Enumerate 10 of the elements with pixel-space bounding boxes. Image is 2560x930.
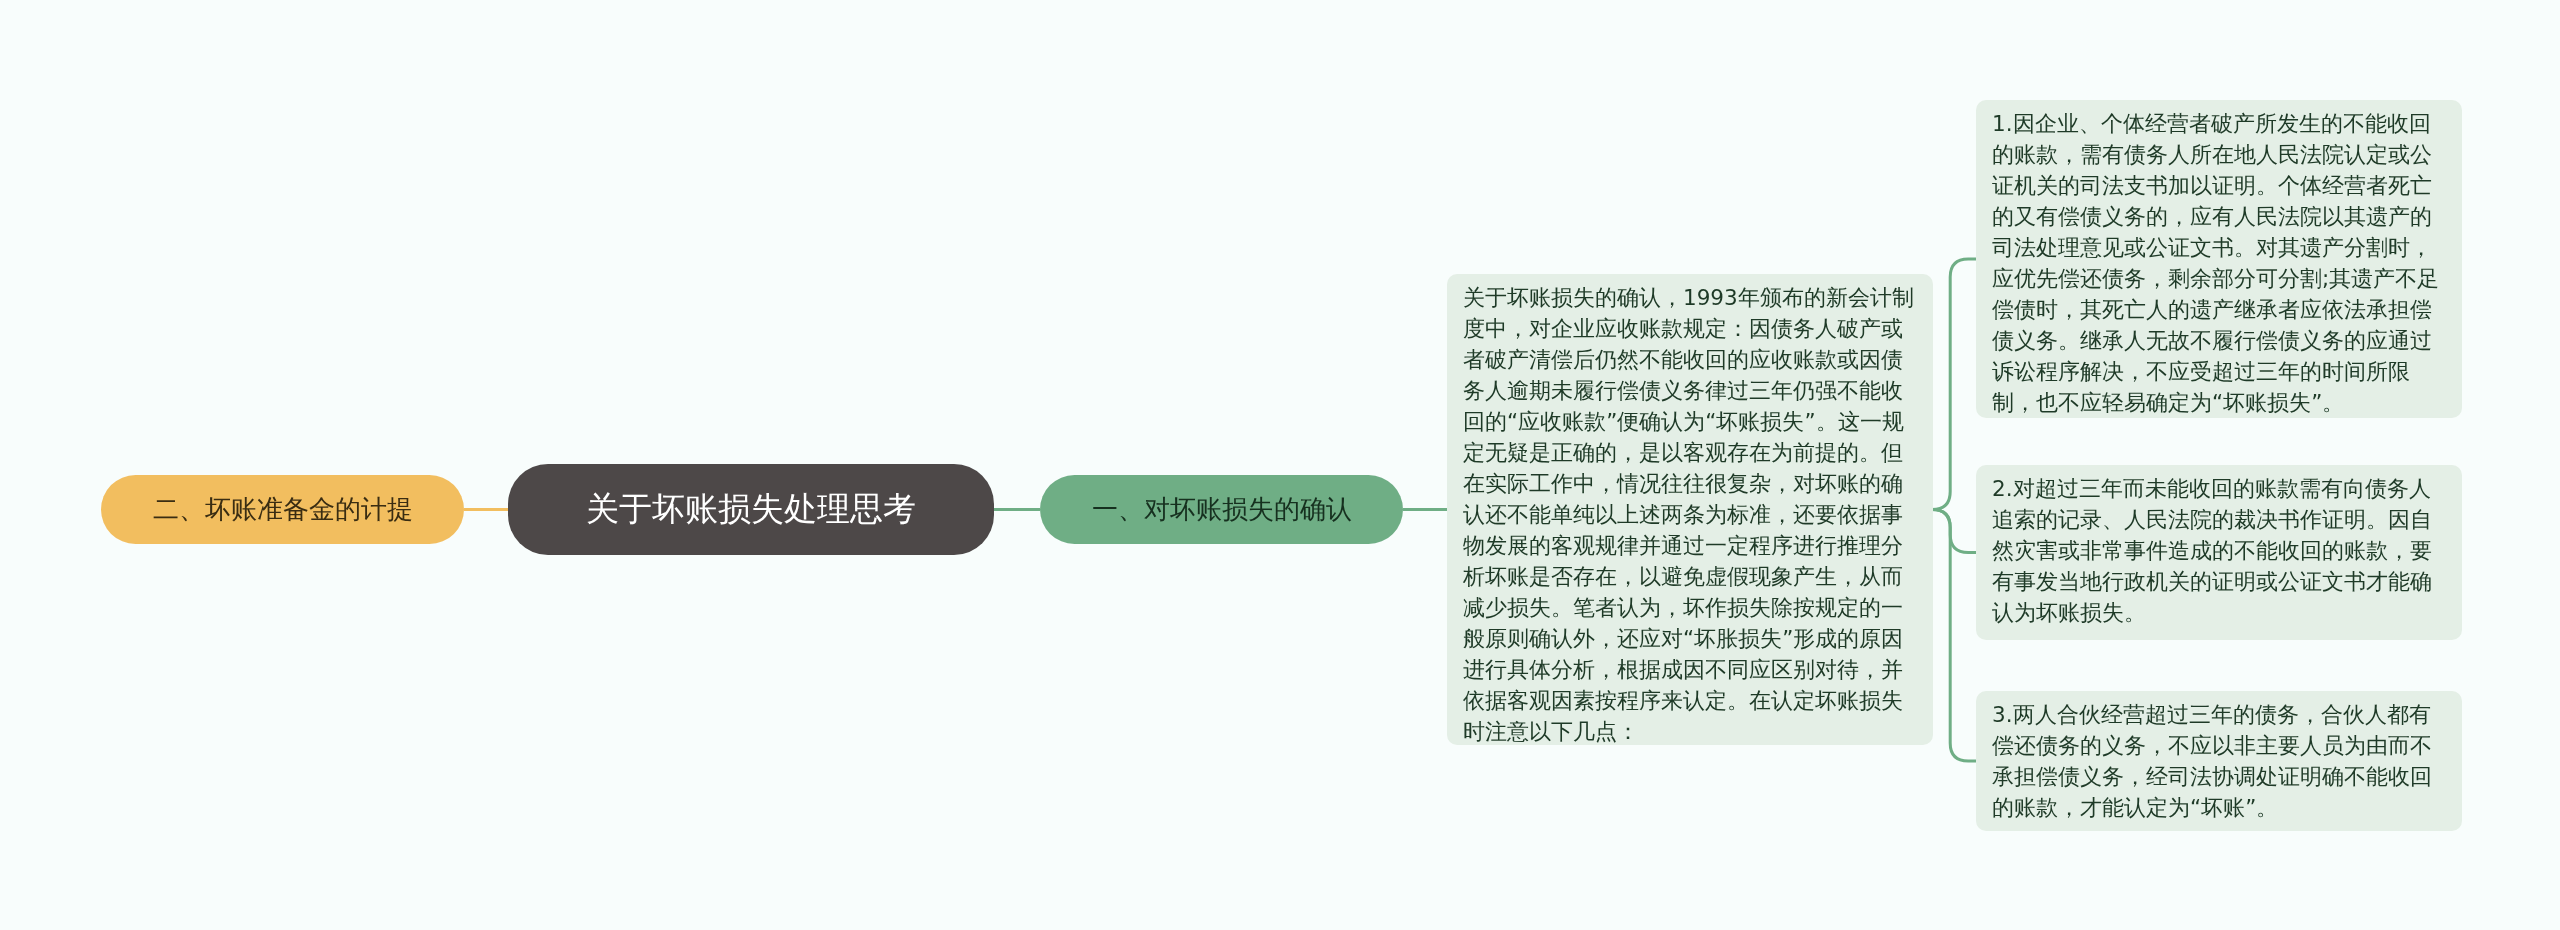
note-card: 2.对超过三年而未能收回的账款需有向债务人追索的记录、人民法院的裁决书作证明。因自然灾害或非常事件造成的不能收回的账款，要有事发当地行政机关的证明或公证文书才能确认为坏账损失。 <box>1976 465 2462 640</box>
topic-node: 关于坏账损失处理思考 <box>508 464 994 555</box>
branch-node: 二、坏账准备金的计提 <box>101 475 464 544</box>
note-card: 1.因企业、个体经营者破产所发生的不能收回的账款，需有债务人所在地人民法院认定或公证机关的司法支书加以证明。个体经营者死亡的又有偿债义务的，应有人民法院以其遗产的司法处理意见或公证文书。对其遗产分割时，应优先偿还债务，剩余部分可分割;其遗产不足偿债时，其死亡人的遗产继承者应依法承担偿债义务。继承人无故不履行偿债义务的应通过诉讼程序解决，不应受超过三年的时间所限制，也不应轻易确定为“坏账损失”。 <box>1976 100 2462 418</box>
branch-node: 一、对坏账损失的确认 <box>1040 475 1403 544</box>
note-card: 关于坏账损失的确认，1993年颁布的新会计制度中，对企业应收账款规定：因债务人破产或者破产清偿后仍然不能收回的应收账款或因债务人逾期未履行偿债义务律过三年仍强不能收回的“应收账款”便确认为“坏账损失”。这一规定无疑是正确的，是以客观存在为前提的。但在实际工作中，情况往往很复杂，对坏账的确认还不能单纯以上述两条为标准，还要依据事物发展的客观规律并通过一定程序进行推理分析坏账是否存在，以避免虚假现象产生，从而减少损失。笔者认为，坏作损失除按规定的一般原则确认外，还应对“坏胀损失”形成的原因进行具体分析，根据成因不同应区别对待，并依据客观因素按程序来认定。在认定坏账损失时注意以下几点： <box>1447 274 1933 745</box>
connector-line <box>464 508 508 511</box>
connector-line <box>1403 508 1447 511</box>
note-card: 3.两人合伙经营超过三年的债务，合伙人都有偿还债务的义务，不应以非主要人员为由而不承担偿债义务，经司法协调处证明确不能收回的账款，才能认定为“坏账”。 <box>1976 691 2462 831</box>
connector-line <box>994 508 1040 511</box>
